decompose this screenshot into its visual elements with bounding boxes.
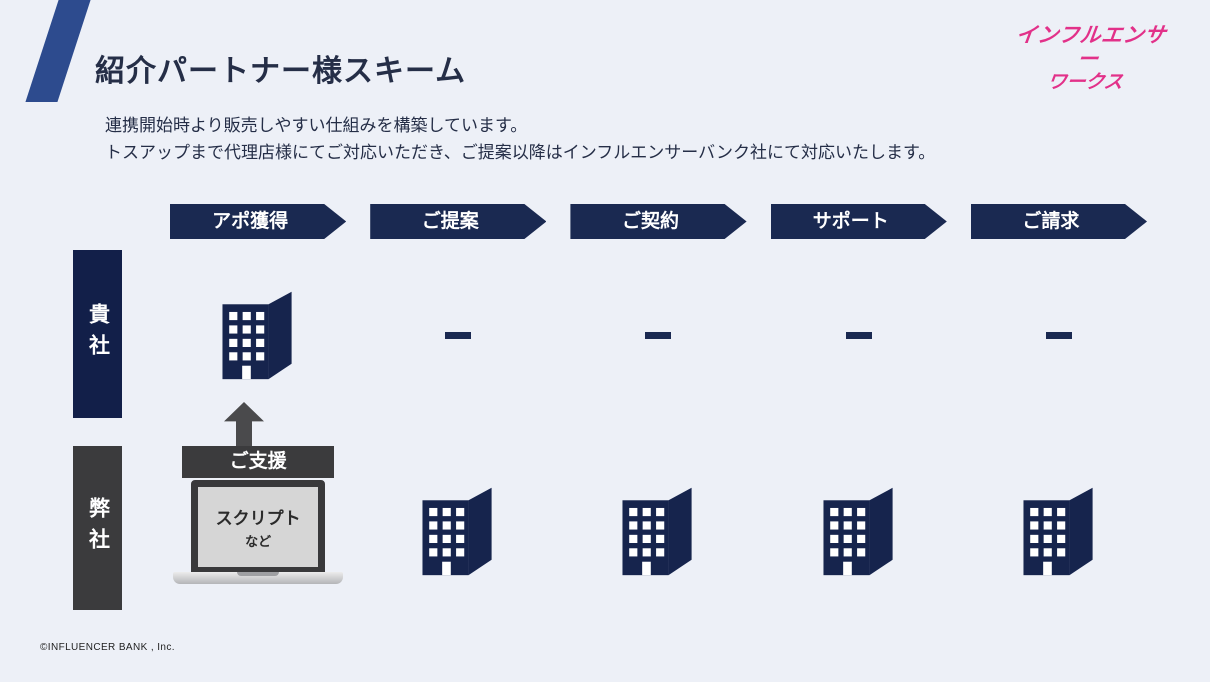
our-company-cell-support bbox=[771, 446, 947, 616]
your-company-cell-contract bbox=[570, 250, 746, 420]
your-company-cell-appointment bbox=[170, 250, 346, 420]
process-steps: アポ獲得 ご提案 ご契約 サポート ご請求 bbox=[170, 204, 1147, 239]
brand-logo-line2: ワークス bbox=[1046, 72, 1125, 94]
laptop-text-line1: スクリプト bbox=[215, 509, 301, 528]
your-company-cell-billing bbox=[971, 250, 1147, 420]
your-company-cell-proposal bbox=[370, 250, 546, 420]
page-title: 紹介パートナー様スキーム bbox=[95, 55, 467, 88]
copyright: ©INFLUENCER BANK , Inc. bbox=[40, 642, 175, 653]
our-company-row: ご支援 スクリプト など bbox=[170, 446, 1147, 616]
building-icon bbox=[614, 483, 702, 579]
building-icon bbox=[1015, 483, 1103, 579]
brand-logo: インフルエンサー ワークス bbox=[1004, 24, 1173, 94]
row-label-our-company: 弊社 bbox=[73, 446, 122, 610]
dash-mark bbox=[645, 331, 672, 339]
dash-mark bbox=[445, 331, 472, 339]
step-arrow-support: サポート bbox=[771, 204, 947, 239]
step-arrow-appointment: アポ獲得 bbox=[170, 204, 346, 239]
our-company-cell-billing bbox=[971, 446, 1147, 616]
row-label-your-company: 貴社 bbox=[73, 250, 122, 418]
laptop-base bbox=[173, 572, 344, 584]
our-company-cell-contract bbox=[570, 446, 746, 616]
support-label: ご支援 bbox=[182, 446, 335, 478]
laptop-icon: スクリプト など bbox=[173, 480, 344, 584]
brand-logo-line1: インフルエンサー bbox=[1014, 24, 1168, 72]
building-icon bbox=[815, 483, 903, 579]
step-arrow-proposal: ご提案 bbox=[370, 204, 546, 239]
accent-stripe-decoration bbox=[25, 0, 91, 102]
our-company-cell-proposal bbox=[370, 446, 546, 616]
laptop-text-line2: など bbox=[245, 534, 272, 549]
building-icon bbox=[214, 287, 302, 383]
step-arrow-billing: ご請求 bbox=[971, 204, 1147, 239]
dash-mark bbox=[845, 331, 872, 339]
your-company-row bbox=[170, 250, 1147, 420]
laptop-screen: スクリプト など bbox=[191, 480, 326, 572]
step-arrow-contract: ご契約 bbox=[570, 204, 746, 239]
dash-mark bbox=[1045, 331, 1072, 339]
subtitle: 連携開始時より販売しやすい仕組みを構築しています。 トスアップまで代理店様にてご… bbox=[105, 112, 935, 166]
your-company-cell-support bbox=[771, 250, 947, 420]
subtitle-line-1: 連携開始時より販売しやすい仕組みを構築しています。 bbox=[105, 116, 528, 135]
building-icon bbox=[414, 483, 502, 579]
subtitle-line-2: トスアップまで代理店様にてご対応いただき、ご提案以降はインフルエンサーバンク社に… bbox=[105, 143, 936, 163]
our-company-cell-appointment: ご支援 スクリプト など bbox=[170, 446, 346, 616]
